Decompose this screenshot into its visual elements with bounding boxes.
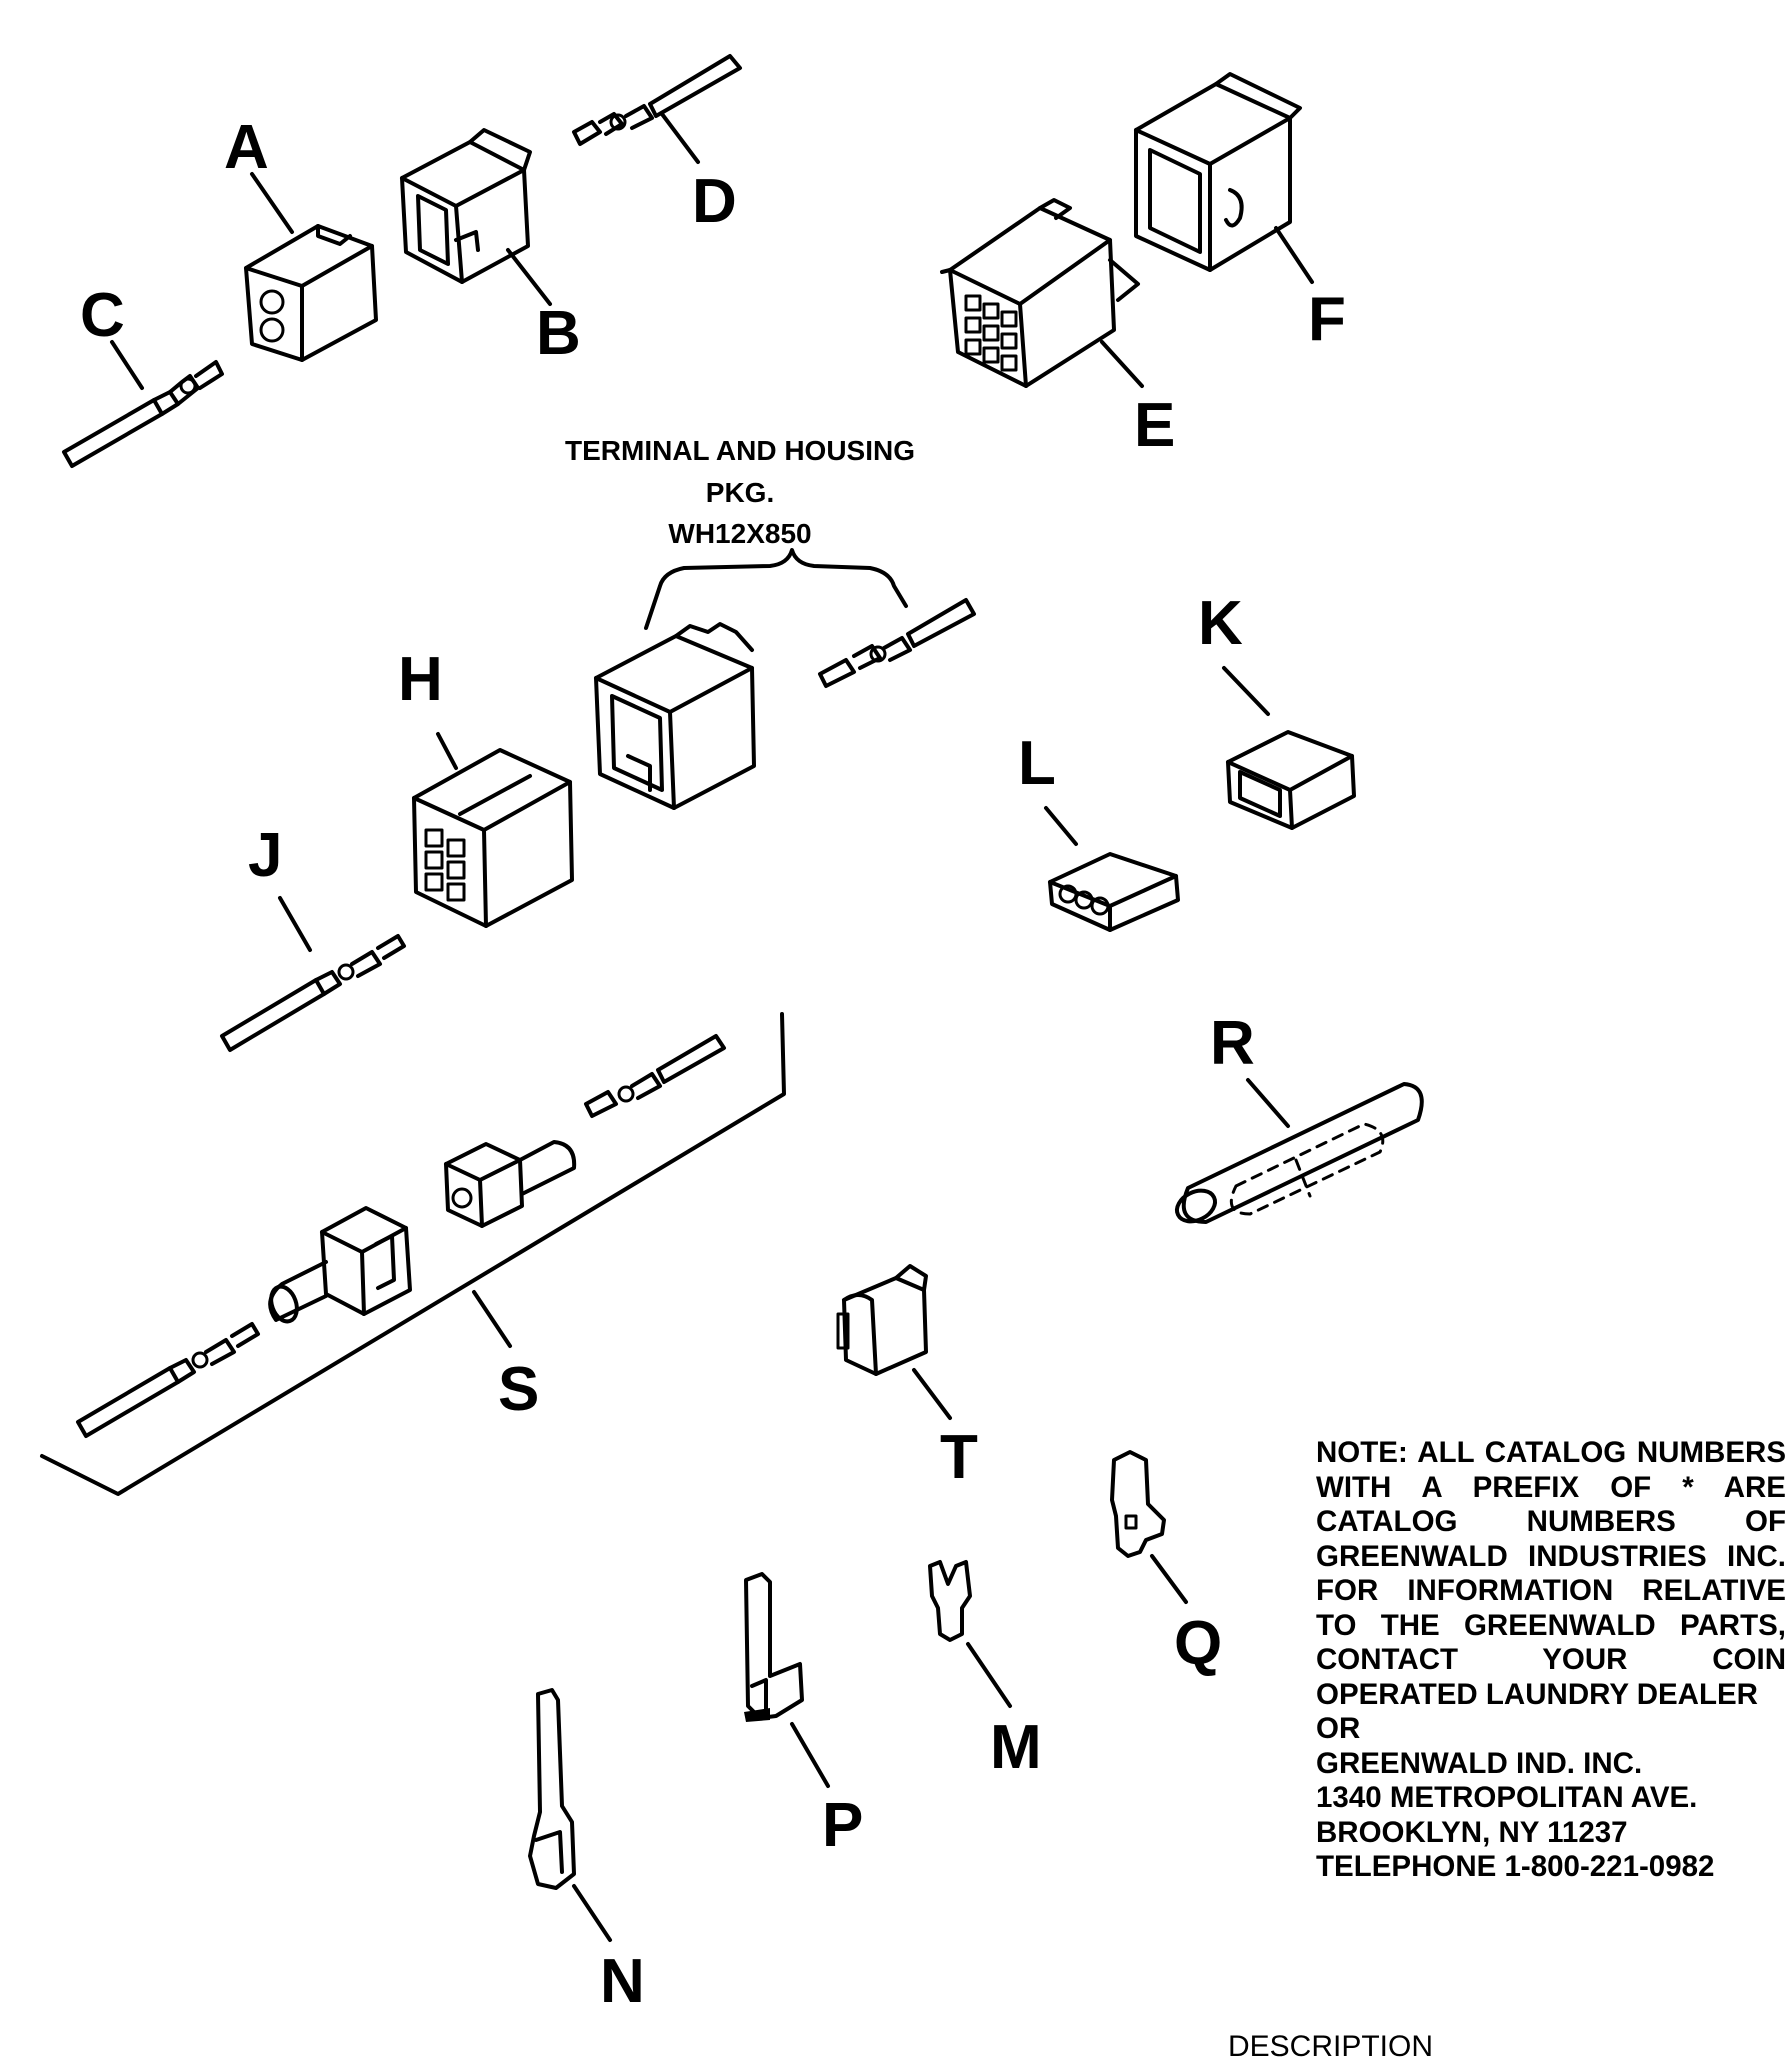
leader-k xyxy=(1222,666,1270,716)
label-t: T xyxy=(940,1423,978,1492)
leader-lines xyxy=(110,112,1314,1942)
greenwald-note: NOTE: ALL CATALOG NUMBERS WITH A PREFIX … xyxy=(1316,1436,1786,1885)
part-a-housing xyxy=(244,224,378,362)
leader-b xyxy=(506,248,552,306)
label-b: B xyxy=(536,299,581,368)
leader-r xyxy=(1246,1078,1290,1128)
part-j-terminal xyxy=(220,934,406,1052)
part-p-terminal xyxy=(744,1572,804,1722)
part-e-housing xyxy=(940,198,1140,388)
label-n: N xyxy=(600,1947,645,2016)
package-terminal xyxy=(818,598,976,688)
leader-a xyxy=(250,172,294,234)
note-street: 1340 METROPOLITAN AVE. xyxy=(1316,1781,1698,1814)
package-bracket xyxy=(644,548,908,630)
part-l-housing xyxy=(1048,852,1180,932)
package-caption-line3: WH12X850 xyxy=(668,518,811,549)
label-a: A xyxy=(224,113,269,182)
label-l: L xyxy=(1018,729,1056,798)
leader-p xyxy=(790,1722,830,1788)
label-h: H xyxy=(398,645,443,714)
note-company: GREENWALD IND. INC. xyxy=(1316,1746,1643,1780)
label-e: E xyxy=(1134,391,1175,460)
label-p: P xyxy=(822,1791,863,1860)
part-labels: A B C D E F H J K L R S T Q M P N xyxy=(80,113,1346,2016)
label-d: D xyxy=(692,167,737,236)
part-t-clip xyxy=(836,1264,928,1376)
leader-e xyxy=(1100,340,1144,388)
leader-c xyxy=(110,340,144,390)
label-m: M xyxy=(990,1713,1042,1782)
leader-d xyxy=(660,112,700,164)
label-f: F xyxy=(1308,285,1346,354)
label-c: C xyxy=(80,281,125,350)
label-k: K xyxy=(1198,589,1243,658)
leader-j xyxy=(278,896,312,952)
part-f-housing xyxy=(1134,72,1302,272)
leader-n xyxy=(572,1884,612,1942)
leader-q xyxy=(1150,1554,1188,1604)
part-n-terminal xyxy=(528,1688,576,1890)
leader-h xyxy=(436,732,458,770)
leader-m xyxy=(966,1642,1012,1708)
package-caption: TERMINAL AND HOUSING PKG. WH12X850 xyxy=(565,435,915,549)
part-k-housing xyxy=(1226,730,1356,830)
package-housing xyxy=(594,622,756,810)
part-d-terminal xyxy=(572,54,742,146)
note-telephone: TELEPHONE 1-800-221-0982 xyxy=(1316,1850,1715,1883)
note-body: NOTE: ALL CATALOG NUMBERS WITH A PREFIX … xyxy=(1316,1436,1786,1711)
part-s-group xyxy=(40,1012,786,1496)
part-b-housing xyxy=(400,128,532,284)
note-city: BROOKLYN, NY 11237 xyxy=(1316,1815,1628,1849)
package-caption-line2: PKG. xyxy=(706,477,774,508)
part-m-terminal xyxy=(928,1560,972,1642)
label-r: R xyxy=(1210,1009,1255,1078)
label-j: J xyxy=(248,821,282,890)
note-or: OR xyxy=(1316,1712,1361,1745)
leader-f xyxy=(1274,226,1314,284)
description-heading: DESCRIPTION xyxy=(1228,2030,1434,2063)
part-r-sleeve xyxy=(1175,1082,1424,1224)
package-caption-line1: TERMINAL AND HOUSING xyxy=(565,435,915,466)
part-c-terminal xyxy=(62,360,224,468)
leader-s xyxy=(472,1290,512,1348)
leader-l xyxy=(1044,806,1078,846)
label-s: S xyxy=(498,1355,539,1424)
label-q: Q xyxy=(1174,1609,1222,1678)
part-q-terminal xyxy=(1110,1450,1166,1558)
part-h-housing xyxy=(412,748,574,928)
leader-t xyxy=(912,1368,952,1420)
